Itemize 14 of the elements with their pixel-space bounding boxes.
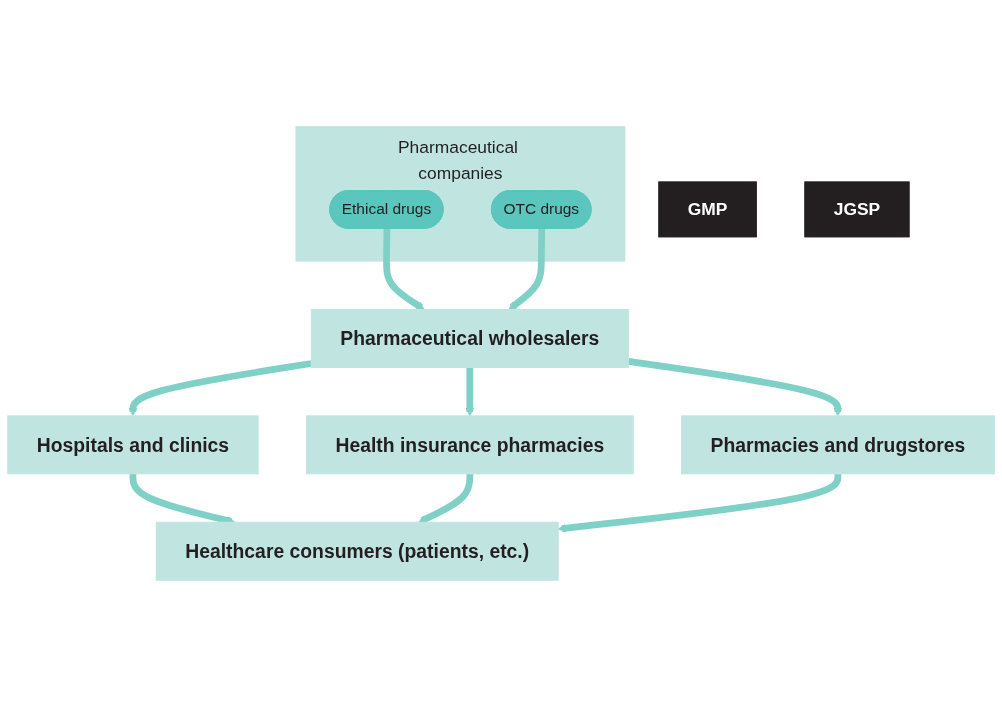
arrow [383,228,425,311]
node-box: Health insurance pharmacies [306,415,634,475]
node-box: Pharmacies and drugstores [681,415,995,475]
arrow [418,473,474,524]
node-box: GMP [658,181,757,238]
arrow [508,228,546,310]
node-box: Healthcare consumers (patients, etc.) [155,521,559,581]
arrow [627,358,843,417]
arrow [557,473,842,533]
node-box: JGSP [804,181,910,238]
node-box: Pharmaceutical wholesalers [310,309,629,368]
arrow [465,367,475,417]
arrow [128,360,312,417]
node-box: Hospitals and clinics [7,415,259,475]
